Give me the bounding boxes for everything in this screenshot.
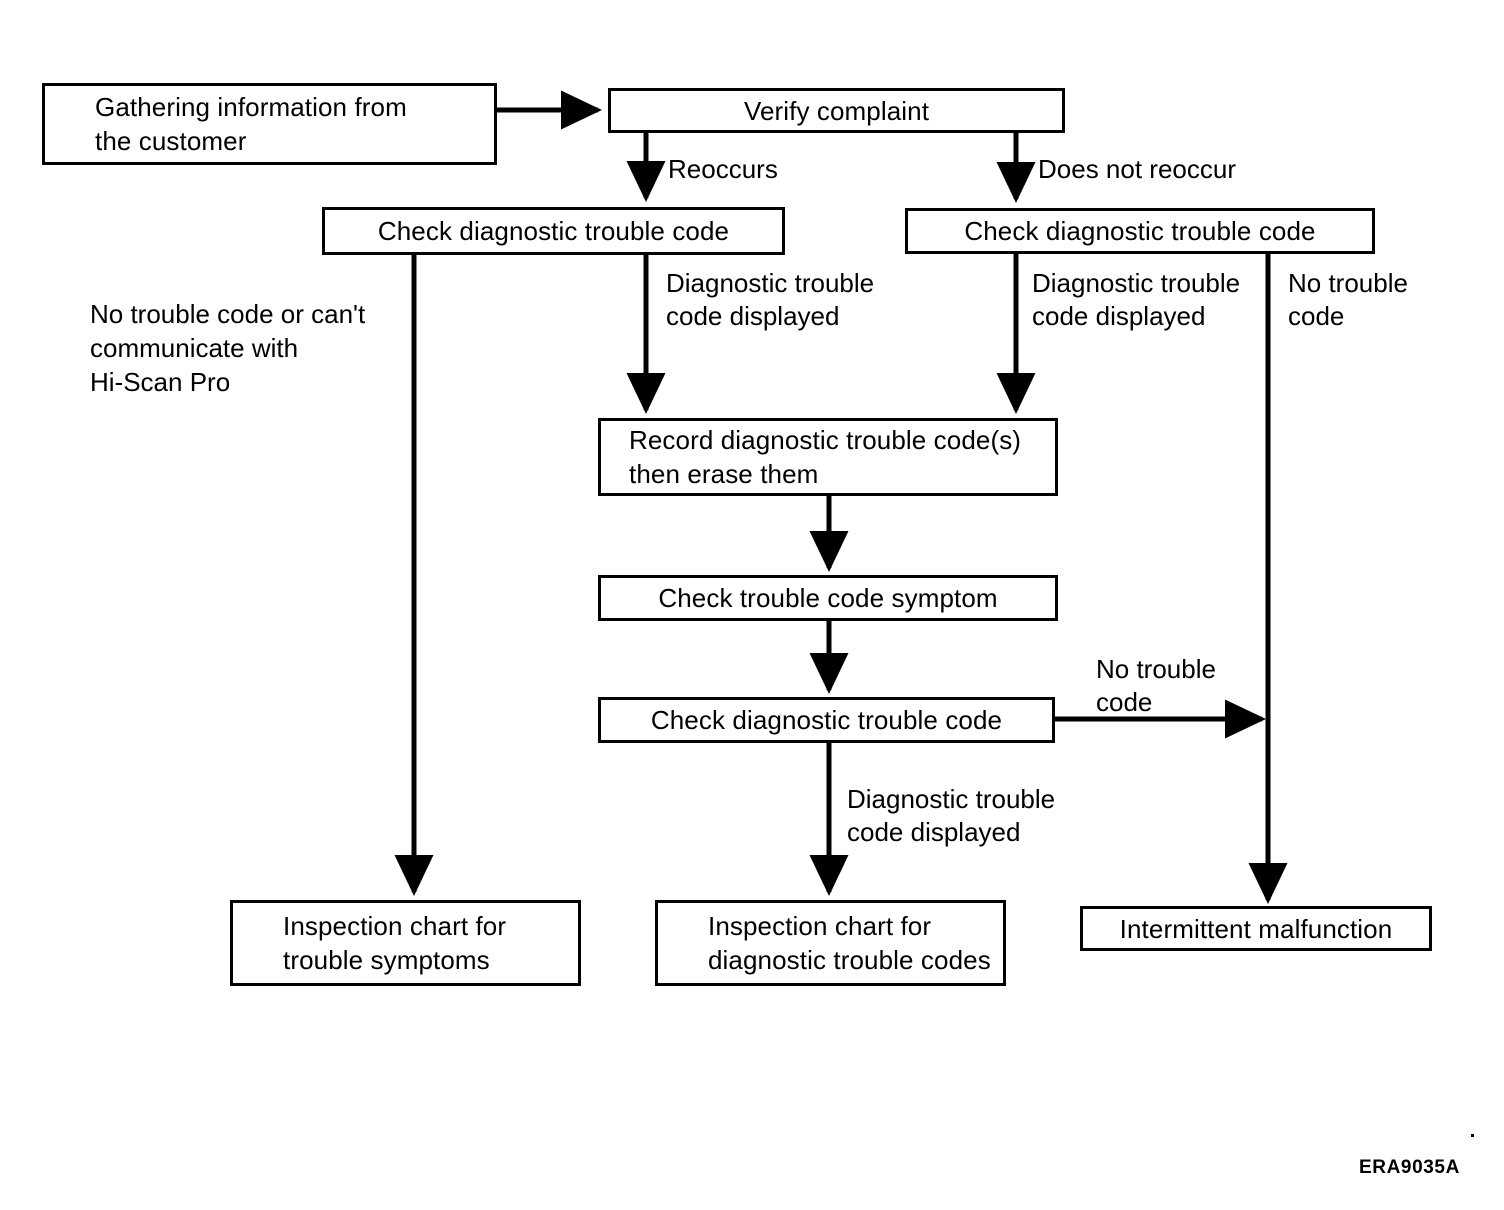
node-check-dtc-right: Check diagnostic trouble code [905, 208, 1375, 254]
label-line: communicate with [90, 333, 299, 363]
edge-label-no-trouble-code-right: No trouble code [1288, 267, 1408, 333]
edge-label-line: No trouble [1096, 654, 1216, 684]
node-line: Inspection chart for [708, 911, 932, 941]
edge-label-line: code [1288, 301, 1345, 331]
corner-speck [1471, 1134, 1474, 1137]
edge-label-does-not-reoccur: Does not reoccur [1038, 153, 1236, 186]
node-line: Verify complaint [743, 95, 930, 126]
edge-label-line: code displayed [666, 301, 840, 331]
edge-label-line: No trouble [1288, 268, 1408, 298]
node-gathering-information: Gathering information from the customer [42, 83, 497, 165]
edge-label-line: Diagnostic trouble [1032, 268, 1241, 298]
edge-label-dtc-displayed-lower: Diagnostic trouble code displayed [847, 783, 1055, 849]
label-no-code-or-cant-communicate: No trouble code or can't communicate wit… [90, 297, 365, 399]
edge-label-line: code displayed [1032, 301, 1206, 331]
edge-label-reoccurs: Reoccurs [668, 153, 778, 186]
node-line: the customer [95, 126, 247, 156]
node-check-dtc-left: Check diagnostic trouble code [322, 207, 785, 255]
node-line: trouble symptoms [283, 945, 490, 975]
node-line: Check diagnostic trouble code [650, 705, 1003, 735]
label-line: Hi-Scan Pro [90, 367, 231, 397]
node-line: Gathering information from [95, 92, 407, 122]
edge-label-line: Does not reoccur [1038, 154, 1236, 184]
node-check-dtc-lower: Check diagnostic trouble code [598, 697, 1055, 743]
edge-label-dtc-displayed-left: Diagnostic trouble code displayed [666, 267, 874, 333]
node-line: Check diagnostic trouble code [964, 216, 1316, 246]
edge-label-no-trouble-code-mid: No trouble code [1096, 653, 1216, 719]
node-line: then erase them [629, 459, 819, 489]
node-record-dtc: Record diagnostic trouble code(s) then e… [598, 418, 1058, 496]
node-verify-complaint: Verify complaint [608, 88, 1065, 133]
edge-label-line: Diagnostic trouble [666, 268, 875, 298]
figure-code: ERA9035A [1359, 1157, 1460, 1178]
node-check-trouble-code-symptom: Check trouble code symptom [598, 575, 1058, 621]
node-line: Intermittent malfunction [1119, 913, 1393, 944]
node-line: Record diagnostic trouble code(s) [629, 425, 1022, 455]
node-inspection-chart-symptoms: Inspection chart for trouble symptoms [230, 900, 581, 986]
edge-label-dtc-displayed-right: Diagnostic trouble code displayed [1032, 267, 1240, 333]
node-line: Check trouble code symptom [658, 583, 998, 613]
node-inspection-chart-codes: Inspection chart for diagnostic trouble … [655, 900, 1006, 986]
edge-label-line: code displayed [847, 817, 1021, 847]
label-line: No trouble code or can't [90, 299, 366, 329]
edge-label-line: code [1096, 687, 1153, 717]
edge-label-line: Reoccurs [668, 154, 778, 184]
node-line: Check diagnostic trouble code [377, 216, 730, 246]
node-intermittent-malfunction: Intermittent malfunction [1080, 906, 1432, 951]
node-line: diagnostic trouble codes [708, 945, 991, 975]
edge-label-line: Diagnostic trouble [847, 784, 1056, 814]
node-line: Inspection chart for [283, 911, 507, 941]
